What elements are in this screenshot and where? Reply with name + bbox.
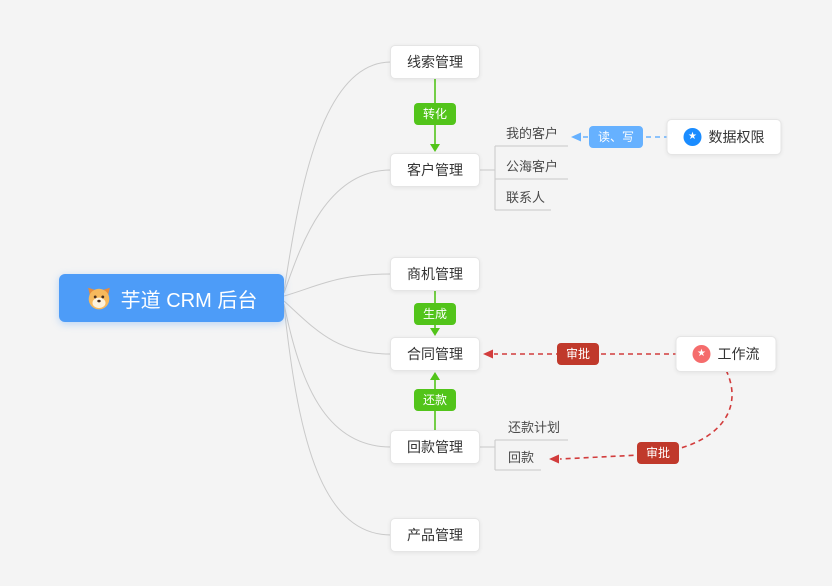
- node-label: 数据权限: [708, 129, 765, 145]
- arrowhead-left-icon: [483, 349, 493, 359]
- node-products[interactable]: 产品管理: [390, 518, 480, 552]
- node-opportunities[interactable]: 商机管理: [390, 257, 480, 291]
- edge-label-approval-contract: 审批: [556, 343, 600, 365]
- leaf-repayment-plan[interactable]: 还款计划: [508, 420, 561, 435]
- edge-root-contracts: [283, 300, 392, 355]
- workflow-payment-arrow: [549, 369, 733, 464]
- leaf-public-customers[interactable]: 公海客户: [506, 159, 559, 174]
- edge-root-receivables: [283, 303, 392, 448]
- edge-root-leads: [283, 61, 392, 292]
- edge-label-read-write: 读、写: [588, 126, 644, 148]
- leaf-payment[interactable]: 回款: [508, 450, 535, 465]
- edge-label-convert: 转化: [413, 103, 457, 125]
- node-contracts[interactable]: 合同管理: [390, 337, 480, 371]
- star-icon: ★: [692, 345, 711, 363]
- edge-label-repayment: 还款: [413, 389, 457, 411]
- arrowhead-left-icon: [549, 454, 559, 464]
- edge-root-products: [283, 305, 392, 536]
- arrowhead-up-icon: [430, 372, 440, 380]
- root-label: 芋道 CRM 后台: [120, 289, 258, 312]
- edge-root-customers: [283, 169, 392, 294]
- star-icon: ★: [683, 128, 702, 146]
- arrowhead-down-icon: [430, 144, 440, 152]
- arrowhead-down-icon: [430, 328, 440, 336]
- leaf-my-customers[interactable]: 我的客户: [506, 126, 559, 141]
- node-customers[interactable]: 客户管理: [390, 153, 480, 187]
- dog-icon: [86, 285, 112, 311]
- node-label: 工作流: [717, 346, 760, 362]
- root-node-crm-backend[interactable]: 芋道 CRM 后台: [59, 274, 284, 322]
- node-workflow[interactable]: ★ 工作流: [675, 336, 777, 372]
- arrowhead-left-icon: [571, 132, 581, 142]
- node-receivables[interactable]: 回款管理: [390, 430, 480, 464]
- edge-label-approval-payment: 审批: [636, 442, 680, 464]
- green-arrowheads: [430, 144, 440, 380]
- edge-workflow-payment-dashed: [559, 369, 733, 460]
- customer-children-connectors: [479, 145, 568, 211]
- receivable-children-connectors: [479, 439, 568, 471]
- root-connectors: [283, 61, 392, 536]
- edge-root-opportunities: [283, 273, 392, 297]
- node-data-permission[interactable]: ★ 数据权限: [666, 119, 782, 155]
- edge-label-generate: 生成: [413, 303, 457, 325]
- node-leads[interactable]: 线索管理: [390, 45, 480, 79]
- leaf-contacts[interactable]: 联系人: [506, 190, 546, 205]
